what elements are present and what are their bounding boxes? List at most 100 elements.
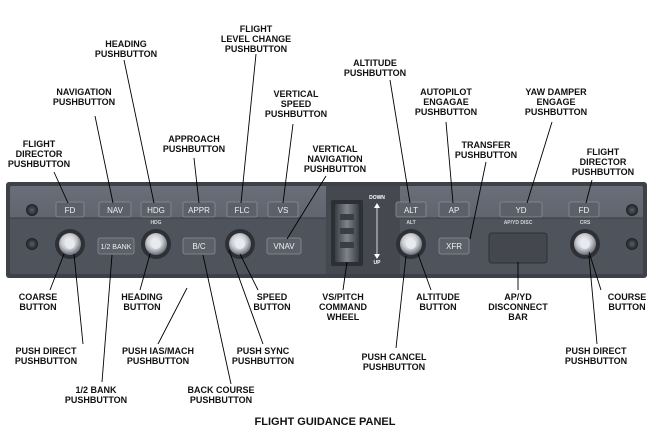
altitude-knob[interactable]: ALT (396, 220, 426, 259)
callout-line: COARSE (19, 292, 58, 302)
alt-pushbutton[interactable]: ALT (395, 201, 427, 218)
course-knob-right[interactable]: CRS (570, 220, 600, 259)
callout-line: HEADING (121, 292, 163, 302)
speed-knob[interactable] (225, 229, 255, 259)
callout-line: PUSH SYNC (237, 346, 290, 356)
callout-line: ALTITUDE (353, 58, 397, 68)
callout-line: PUSHBUTTON (363, 362, 425, 372)
callout-line: BUTTON (608, 302, 645, 312)
nav-pushbutton[interactable]: NAV (98, 201, 132, 218)
callout-line: PUSHBUTTON (565, 356, 627, 366)
half-bank-pushbutton[interactable]: 1/2 BANK (97, 237, 135, 255)
callout-line: PUSHBUTTON (15, 356, 77, 366)
vs-pitch-wheel[interactable] (331, 200, 363, 266)
leader-lines (49, 53, 602, 385)
callout-line: PUSHBUTTON (415, 107, 477, 117)
screw-bottom-right (626, 238, 638, 250)
callout-line: PUSH DIRECT (15, 346, 77, 356)
callout-line: PUSHBUTTON (232, 356, 294, 366)
callout-line: DIRECTOR (16, 149, 63, 159)
appr-pushbutton[interactable]: APPR (182, 201, 216, 218)
hdg-label: HDG (147, 206, 165, 215)
fd-left-label: FD (65, 206, 76, 215)
panel-body (6, 182, 647, 278)
callout-line: SPEED (257, 292, 288, 302)
callout-line: AP/YD (504, 292, 532, 302)
bc-pushbutton[interactable]: B/C (182, 237, 216, 255)
callout-line: WHEEL (327, 312, 360, 322)
callout-line: VERTICAL (313, 144, 359, 154)
callout-line: PUSHBUTTON (65, 395, 127, 405)
heading-knob[interactable]: HDG (141, 220, 171, 259)
xfr-pushbutton[interactable]: XFR (438, 237, 470, 255)
appr-label: APPR (188, 206, 210, 215)
callout-line: DISCONNECT (488, 302, 548, 312)
callout-line: FLIGHT (23, 139, 56, 149)
callout-line: PUSH CANCEL (361, 352, 427, 362)
callout-line: ENGAGAE (423, 97, 469, 107)
crs-knob-label: CRS (580, 220, 591, 226)
wheel-up-label: UP (374, 260, 382, 266)
callout-line: FLIGHT (587, 147, 620, 157)
course-knob-left[interactable] (55, 229, 85, 259)
callout-line: PUSHBUTTON (8, 159, 70, 169)
flc-label: FLC (234, 206, 249, 215)
callout-line: DIRECTOR (580, 157, 627, 167)
arrow-up-icon (374, 203, 380, 208)
flc-pushbutton[interactable]: FLC (226, 201, 258, 218)
callout-line: NAVIGATION (307, 154, 362, 164)
fd-left-pushbutton[interactable]: FD (55, 201, 85, 218)
vs-pushbutton[interactable]: VS (267, 201, 299, 218)
fd-right-pushbutton[interactable]: FD (568, 201, 600, 218)
callout-line: BACK COURSE (187, 385, 254, 395)
callout-line: PUSHBUTTON (344, 68, 406, 78)
ap-yd-disconnect-bar[interactable]: AP/YD DISC (488, 220, 548, 264)
callout-line: 1/2 BANK (75, 385, 117, 395)
ap-yd-disc-label: AP/YD DISC (504, 220, 533, 226)
callout-line: ALTITUDE (416, 292, 460, 302)
xfr-label: XFR (446, 242, 462, 251)
half-bank-label: 1/2 BANK (101, 244, 132, 251)
ap-label: AP (449, 206, 460, 215)
callout-line: YAW DAMPER (525, 87, 587, 97)
hdg-pushbutton[interactable]: HDG (140, 201, 172, 218)
yd-pushbutton[interactable]: YD (499, 201, 543, 218)
callout-line: PUSH IAS/MACH (122, 346, 194, 356)
vnav-pushbutton[interactable]: VNAV (266, 237, 302, 255)
wheel-down-label: DOWN (369, 195, 385, 201)
vs-label: VS (278, 206, 289, 215)
hdg-knob-label: HDG (150, 220, 161, 226)
callout-line: TRANSFER (462, 140, 511, 150)
callout-line: PUSHBUTTON (163, 144, 225, 154)
callout-line: FLIGHT (240, 24, 273, 34)
callout-line: NAVIGATION (56, 87, 111, 97)
callout-line: PUSHBUTTON (95, 49, 157, 59)
diagram-title: FLIGHT GUIDANCE PANEL (255, 416, 396, 428)
callout-line: BUTTON (123, 302, 160, 312)
callout-line: PUSHBUTTON (304, 164, 366, 174)
yd-label: YD (515, 206, 526, 215)
callout-line: BUTTON (419, 302, 456, 312)
callout-line: SPEED (281, 99, 312, 109)
screw-top-left (26, 204, 38, 216)
callout-line: BUTTON (19, 302, 56, 312)
alt-knob-label: ALT (406, 220, 415, 226)
callout-line: PUSHBUTTON (455, 150, 517, 160)
callout-line: LEVEL CHANGE (221, 34, 291, 44)
ap-pushbutton[interactable]: AP (438, 201, 470, 218)
